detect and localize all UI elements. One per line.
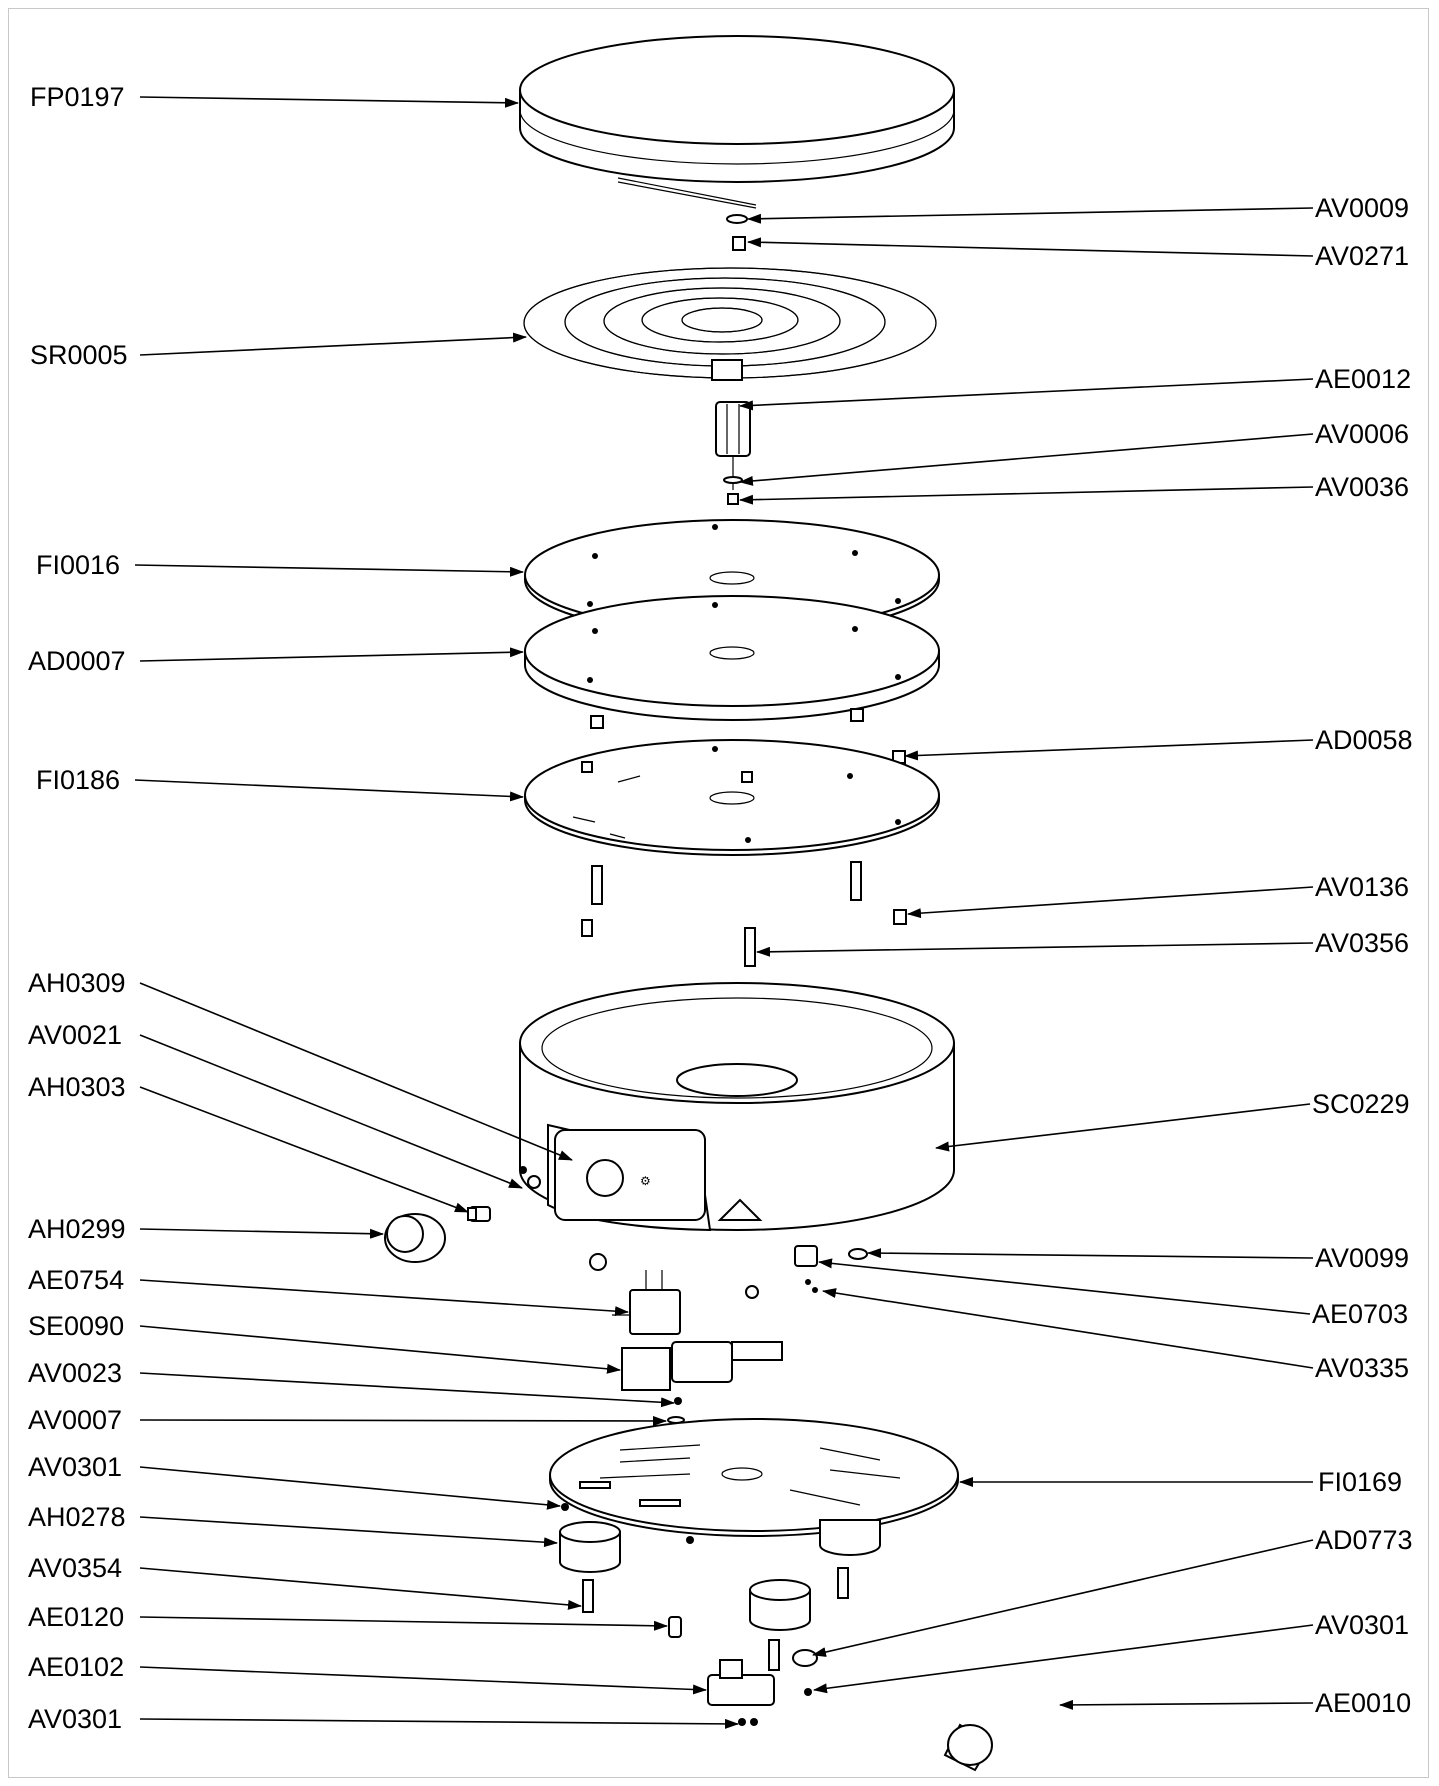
label-ae0012: AE0012 — [1315, 364, 1411, 394]
label-av0036: AV0036 — [1315, 472, 1409, 502]
thermal-cutout-part — [794, 1245, 868, 1293]
insulation-plate-part — [524, 739, 940, 856]
label-av0301-a: AV0301 — [28, 1452, 122, 1482]
label-ah0299: AH0299 — [28, 1214, 126, 1244]
label-ae0010: AE0010 — [1315, 1688, 1411, 1718]
switch-and-thermostat-part — [589, 1253, 783, 1424]
label-fi0186: FI0186 — [36, 765, 120, 795]
label-av0136: AV0136 — [1315, 872, 1409, 902]
label-ad0007: AD0007 — [28, 646, 126, 676]
label-ae0703: AE0703 — [1312, 1299, 1408, 1329]
label-av0006: AV0006 — [1315, 419, 1409, 449]
label-av0023: AV0023 — [28, 1358, 122, 1388]
label-ah0309: AH0309 — [28, 968, 126, 998]
hotplate-cover-part — [519, 35, 955, 183]
label-ae0102: AE0102 — [28, 1652, 124, 1682]
label-se0090: SE0090 — [28, 1311, 124, 1341]
label-ah0278: AH0278 — [28, 1502, 126, 1532]
label-av0354: AV0354 — [28, 1553, 122, 1583]
control-knob-part — [384, 1166, 541, 1263]
main-housing-part: ⚙ — [519, 982, 955, 1232]
label-av0099: AV0099 — [1315, 1243, 1409, 1273]
label-av0021: AV0021 — [28, 1020, 122, 1050]
label-fi0016: FI0016 — [36, 550, 120, 580]
label-ae0120: AE0120 — [28, 1602, 124, 1632]
terminal-block-part — [707, 1659, 775, 1726]
leader-lines — [134, 96, 1314, 1729]
heating-element-spiral-part — [523, 267, 937, 381]
diagram-frame — [8, 8, 1429, 1778]
label-av0301-b: AV0301 — [1315, 1610, 1409, 1640]
bottom-vent-plate-part — [549, 1418, 959, 1537]
feet-part — [559, 1503, 881, 1671]
connector-block-part — [715, 401, 751, 505]
label-fi0169: FI0169 — [1318, 1467, 1402, 1497]
svg-text:⚙: ⚙ — [640, 1174, 651, 1188]
label-fp0197: FP0197 — [30, 82, 125, 112]
label-ah0303: AH0303 — [28, 1072, 126, 1102]
label-av0009: AV0009 — [1315, 193, 1409, 223]
label-sc0229: SC0229 — [1312, 1089, 1410, 1119]
label-av0356: AV0356 — [1315, 928, 1409, 958]
adhesive-disc-part — [524, 595, 940, 721]
part-labels: FP0197 AV0009 AV0271 SR0005 AE0012 AV000… — [28, 82, 1413, 1734]
power-cord-part — [792, 1616, 1060, 1772]
label-av0271: AV0271 — [1315, 241, 1409, 271]
standoffs-part — [581, 861, 907, 967]
label-av0007: AV0007 — [28, 1405, 122, 1435]
small-fasteners-top — [617, 177, 757, 251]
label-av0301-c: AV0301 — [28, 1704, 122, 1734]
label-ad0058: AD0058 — [1315, 725, 1413, 755]
label-sr0005: SR0005 — [30, 340, 128, 370]
label-ad0773: AD0773 — [1315, 1525, 1413, 1555]
label-ae0754: AE0754 — [28, 1265, 124, 1295]
label-av0335: AV0335 — [1315, 1353, 1409, 1383]
